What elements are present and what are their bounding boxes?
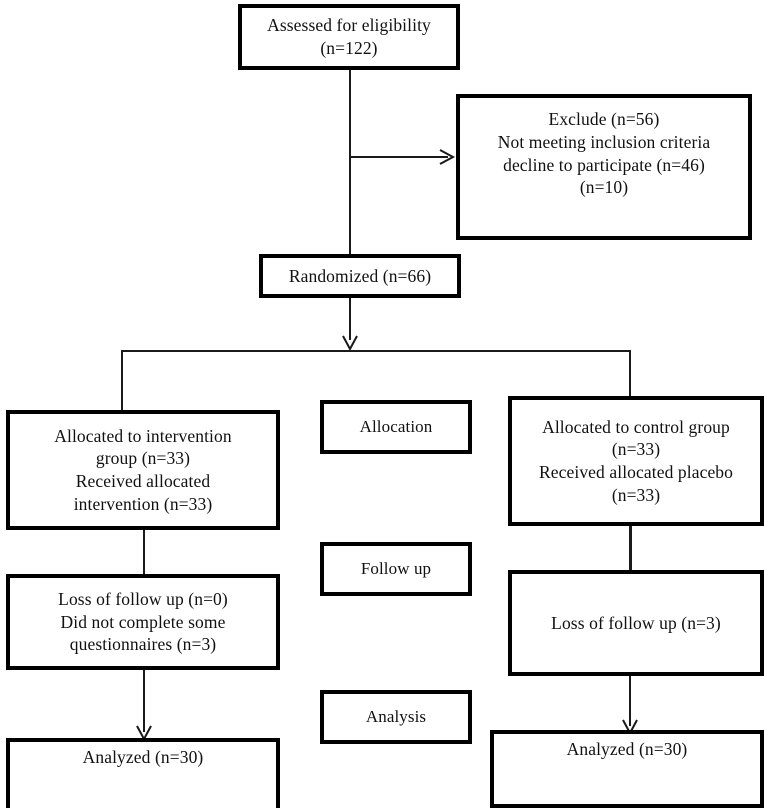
allocated-control-text: Allocated to control group (n=33) Receiv… — [538, 416, 734, 505]
followup-control-text: Loss of follow up (n=3) — [551, 612, 721, 633]
excluded-text: Exclude (n=56) Not meeting inclusion cri… — [497, 109, 711, 198]
node-excluded: Exclude (n=56) Not meeting inclusion cri… — [456, 94, 752, 240]
node-analyzed-control: Analyzed (n=30) — [490, 730, 764, 808]
node-allocated-control: Allocated to control group (n=33) Receiv… — [508, 396, 764, 526]
connector-eligibility-trunk — [349, 70, 351, 254]
connector-split-right-drop — [629, 350, 631, 396]
stage-label-analysis-text: Analysis — [365, 706, 427, 726]
node-followup-control: Loss of follow up (n=3) — [508, 570, 764, 676]
stage-label-followup: Follow up — [320, 542, 472, 596]
followup-intervention-text: Loss of follow up (n=0) Did not complete… — [58, 588, 228, 655]
randomized-text: Randomized (n=66) — [288, 265, 432, 286]
stage-label-allocation: Allocation — [320, 400, 472, 454]
arrowhead-exclusion-icon — [439, 149, 456, 165]
node-allocated-intervention: Allocated to intervention group (n=33) R… — [6, 410, 280, 530]
connector-split-bar — [121, 350, 631, 352]
connector-split-left-drop — [121, 350, 123, 412]
connector-control-followup-to-analyzed — [629, 676, 631, 726]
analyzed-control-text: Analyzed (n=30) — [566, 739, 688, 759]
arrowhead-randomized-icon — [342, 335, 358, 352]
connector-intervention-followup-to-analyzed — [143, 670, 145, 732]
node-assessed-for-eligibility: Assessed for eligibility (n=122) — [238, 4, 460, 70]
analyzed-intervention-text: Analyzed (n=30) — [82, 747, 204, 767]
assessed-for-eligibility-text: Assessed for eligibility (n=122) — [267, 15, 431, 58]
stage-label-followup-text: Follow up — [360, 558, 432, 578]
connector-randomized-down — [349, 298, 351, 340]
node-analyzed-intervention: Analyzed (n=30) — [6, 738, 280, 808]
node-randomized: Randomized (n=66) — [259, 254, 461, 298]
connector-intervention-allocation-to-followup — [143, 530, 145, 574]
stage-label-analysis: Analysis — [320, 690, 472, 744]
stage-label-allocation-text: Allocation — [359, 416, 433, 436]
connector-control-allocation-to-followup — [629, 526, 632, 570]
allocated-intervention-text: Allocated to intervention group (n=33) R… — [54, 425, 232, 514]
node-followup-intervention: Loss of follow up (n=0) Did not complete… — [6, 574, 280, 670]
connector-exclusion-branch — [350, 156, 448, 158]
